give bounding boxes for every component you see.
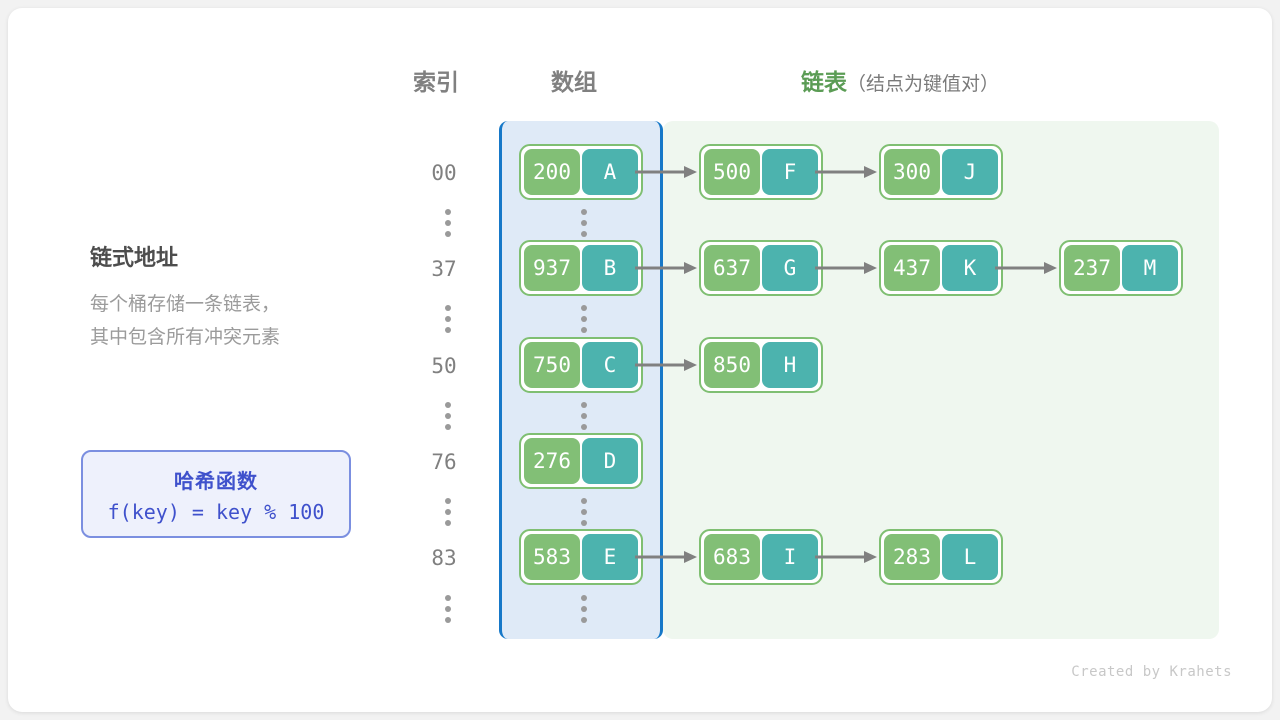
chain-arrow bbox=[635, 359, 697, 371]
index-ellipsis bbox=[445, 595, 451, 623]
bucket-index-label: 83 bbox=[431, 546, 457, 570]
chain-arrow bbox=[635, 166, 697, 178]
column-header-linkedlist-main: 链表 bbox=[801, 69, 847, 95]
chain-arrow bbox=[815, 166, 877, 178]
kv-node-value: F bbox=[762, 149, 818, 195]
kv-node-key: 200 bbox=[524, 149, 580, 195]
kv-node-key: 683 bbox=[704, 534, 760, 580]
chain-arrow bbox=[635, 551, 697, 563]
bucket-index-label: 37 bbox=[431, 257, 457, 281]
kv-node-value: D bbox=[582, 438, 638, 484]
bucket-index-label: 00 bbox=[431, 161, 457, 185]
kv-node-key: 500 bbox=[704, 149, 760, 195]
index-ellipsis bbox=[445, 402, 451, 430]
column-header-array: 数组 bbox=[551, 69, 597, 95]
index-ellipsis bbox=[445, 498, 451, 526]
kv-node-key: 850 bbox=[704, 342, 760, 388]
hash-function-title: 哈希函数 bbox=[174, 470, 258, 493]
kv-node-value: B bbox=[582, 245, 638, 291]
kv-node-value: G bbox=[762, 245, 818, 291]
array-ellipsis bbox=[581, 209, 587, 237]
array-ellipsis bbox=[581, 402, 587, 430]
kv-node-value: E bbox=[582, 534, 638, 580]
kv-node-value: H bbox=[762, 342, 818, 388]
chain-arrow bbox=[995, 262, 1057, 274]
index-ellipsis bbox=[445, 305, 451, 333]
hash-function-formula: f(key) = key % 100 bbox=[107, 499, 325, 524]
column-header-linkedlist: 链表（结点为键值对） bbox=[801, 63, 999, 97]
kv-node-key: 750 bbox=[524, 342, 580, 388]
array-ellipsis bbox=[581, 595, 587, 623]
footer-credit: Created by Krahets bbox=[1071, 664, 1232, 680]
kv-node-key: 637 bbox=[704, 245, 760, 291]
concept-description: 每个桶存储一条链表， 其中包含所有冲突元素 bbox=[90, 294, 281, 348]
chain-arrow bbox=[815, 551, 877, 563]
kv-node-key: 276 bbox=[524, 438, 580, 484]
kv-node-value: M bbox=[1122, 245, 1178, 291]
kv-node-value: C bbox=[582, 342, 638, 388]
index-ellipsis bbox=[445, 209, 451, 237]
column-header-index: 索引 bbox=[413, 69, 459, 95]
column-header-linkedlist-sub: （结点为键值对） bbox=[847, 74, 1000, 95]
bucket-index-label: 50 bbox=[431, 354, 457, 378]
array-ellipsis bbox=[581, 498, 587, 526]
array-ellipsis bbox=[581, 305, 587, 333]
diagram-card: 索引 数组 链表（结点为键值对） 链式地址 每个桶存储一条链表， 其中包含所有冲… bbox=[8, 8, 1272, 712]
bucket-index-label: 76 bbox=[431, 450, 457, 474]
kv-node-key: 300 bbox=[884, 149, 940, 195]
chain-arrow bbox=[815, 262, 877, 274]
kv-node-key: 283 bbox=[884, 534, 940, 580]
chain-arrow bbox=[635, 262, 697, 274]
concept-title: 链式地址 bbox=[90, 245, 179, 270]
kv-node-key: 937 bbox=[524, 245, 580, 291]
kv-node-value: J bbox=[942, 149, 998, 195]
kv-node-value: A bbox=[582, 149, 638, 195]
kv-node-key: 437 bbox=[884, 245, 940, 291]
kv-node-value: K bbox=[942, 245, 998, 291]
kv-node-key: 237 bbox=[1064, 245, 1120, 291]
hash-function-box: 哈希函数 f(key) = key % 100 bbox=[81, 450, 351, 538]
kv-node-key: 583 bbox=[524, 534, 580, 580]
kv-node-value: L bbox=[942, 534, 998, 580]
kv-node-value: I bbox=[762, 534, 818, 580]
